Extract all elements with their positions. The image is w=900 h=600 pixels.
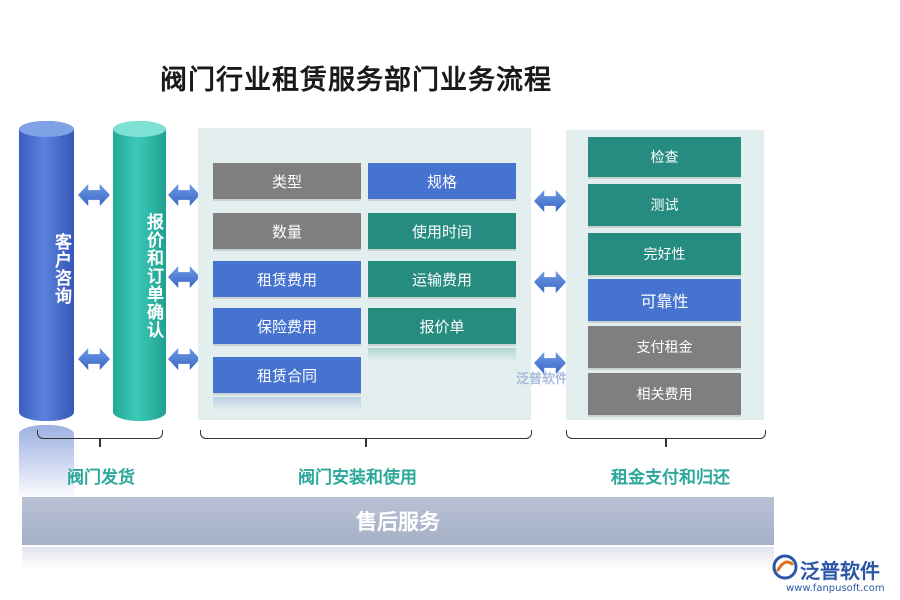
after-sales-reflection — [22, 547, 774, 569]
item-rental-contract: 租赁合同 — [213, 357, 361, 393]
double-arrow-icon — [534, 271, 566, 293]
order-confirm-cylinder: 报价和订单确认 — [113, 121, 166, 421]
box-reflection — [213, 397, 361, 411]
double-arrow-icon — [78, 348, 110, 370]
order-confirm-label: 报价和订单确认 — [143, 213, 163, 339]
double-arrow-icon — [534, 352, 566, 374]
logo-url: www.fanpusoft.com — [786, 583, 885, 594]
after-sales-bar: 售后服务 — [22, 497, 774, 545]
brace-shipping — [37, 430, 163, 439]
double-arrow-icon — [168, 184, 200, 206]
double-arrow-icon — [78, 184, 110, 206]
cylinder-top — [113, 121, 166, 137]
item-quotation: 报价单 — [368, 308, 516, 344]
consult-cylinder-reflection — [19, 425, 74, 497]
box-reflection — [368, 348, 516, 362]
item-transport-fee: 运输费用 — [368, 261, 516, 297]
item-reliability: 可靠性 — [588, 279, 741, 321]
logo-name: 泛普软件 — [800, 559, 880, 583]
item-test: 测试 — [588, 184, 741, 226]
item-related-fees: 相关费用 — [588, 373, 741, 415]
item-quantity: 数量 — [213, 213, 361, 249]
double-arrow-icon — [534, 190, 566, 212]
item-type: 类型 — [213, 163, 361, 199]
brace-tip — [99, 439, 101, 447]
watermark-text: 泛普软件 — [516, 372, 569, 387]
stage-install-use: 阀门安装和使用 — [298, 468, 417, 488]
cylinder-top — [19, 121, 74, 137]
page-title: 阀门行业租赁服务部门业务流程 — [160, 65, 552, 96]
consult-label: 客户咨询 — [51, 233, 71, 305]
item-integrity: 完好性 — [588, 233, 741, 275]
item-spec: 规格 — [368, 163, 516, 199]
double-arrow-icon — [168, 348, 200, 370]
double-arrow-icon — [168, 266, 200, 288]
item-usage-time: 使用时间 — [368, 213, 516, 249]
stage-payment-return: 租金支付和归还 — [611, 468, 730, 488]
item-insurance-fee: 保险费用 — [213, 308, 361, 344]
item-inspect: 检查 — [588, 137, 741, 177]
brace-tip — [665, 439, 667, 447]
item-rental-fee: 租赁费用 — [213, 261, 361, 297]
item-pay-rent: 支付租金 — [588, 326, 741, 368]
brace-tip — [365, 439, 367, 447]
stage-shipping: 阀门发货 — [67, 468, 135, 488]
brace-payment-return — [566, 430, 766, 439]
brace-install-use — [200, 430, 532, 439]
payment-return-panel — [566, 130, 764, 420]
logo-icon — [772, 554, 798, 580]
consult-cylinder: 客户咨询 — [19, 121, 74, 421]
fanpu-logo: 泛普软件 www.fanpusoft.com — [772, 554, 896, 596]
